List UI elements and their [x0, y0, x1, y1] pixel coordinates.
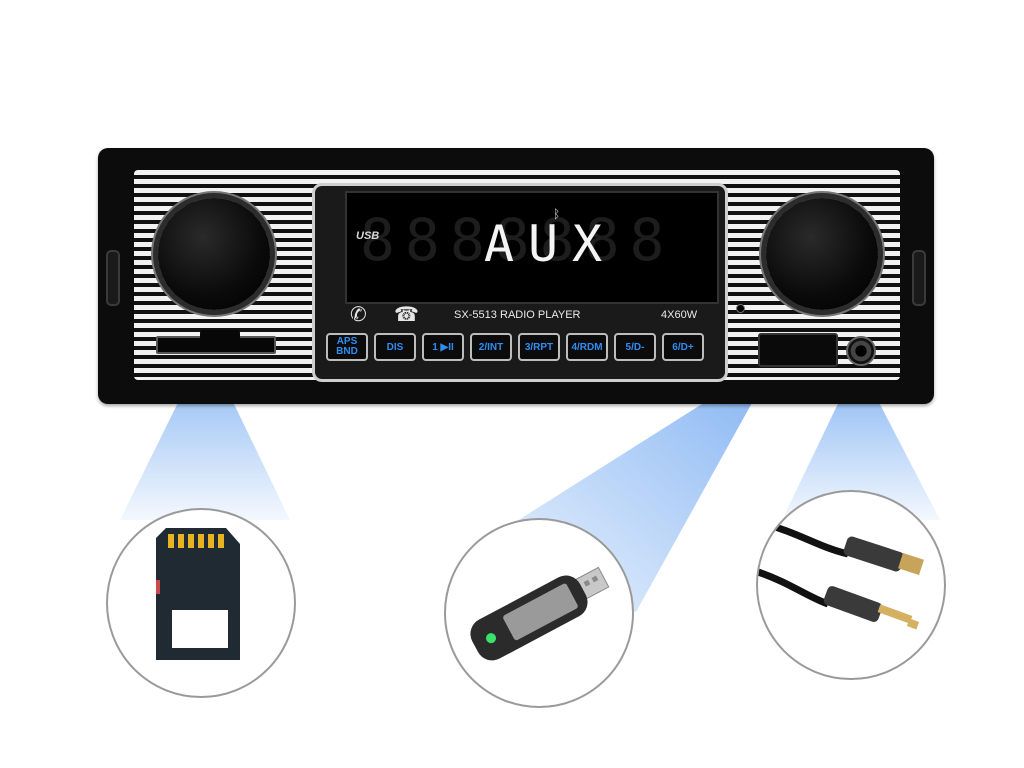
random-button[interactable]: 4/RDM [566, 333, 608, 361]
aps-label: APS [336, 336, 358, 347]
sd-card-icon [156, 528, 240, 660]
folder-up-button[interactable]: 6/D+ [662, 333, 704, 361]
folder-down-button[interactable]: 5/D- [614, 333, 656, 361]
tune-knob[interactable] [766, 198, 878, 310]
aux-cable-icon [758, 518, 924, 630]
lcd-inactive-segments: 8888888 [360, 206, 675, 274]
repeat-button[interactable]: 3/RPT [518, 333, 560, 361]
power-rating: 4X60W [661, 309, 698, 321]
microphone-hole [736, 304, 745, 313]
call-answer-icon: ✆ [350, 304, 367, 326]
aux-input-jack[interactable] [846, 336, 876, 366]
usb-indicator: USB [356, 230, 380, 242]
model-number: SX-5513 [454, 309, 497, 321]
usb-dongle-circle [444, 518, 634, 708]
play-pause-button[interactable]: 1 ▶II [422, 333, 464, 361]
display-button[interactable]: DIS [374, 333, 416, 361]
volume-knob[interactable] [158, 198, 270, 310]
call-end-icon: ☎ [394, 304, 419, 326]
bnd-label: BND [336, 346, 358, 357]
bluetooth-icon: ᛒ [553, 207, 561, 221]
aux-cable-circle [756, 490, 946, 680]
right-mount-clip [912, 250, 926, 306]
lcd-screen [345, 191, 719, 304]
intro-button[interactable]: 2/INT [470, 333, 512, 361]
left-mount-clip [106, 250, 120, 306]
sd-card-circle [106, 508, 296, 698]
sd-card-slot[interactable] [156, 330, 276, 354]
usb-port[interactable] [758, 333, 838, 367]
product-name: RADIO PLAYER [500, 309, 581, 321]
usb-bluetooth-dongle-icon [470, 566, 610, 661]
sd-beam [120, 346, 290, 520]
mode-readout: AUX [483, 215, 617, 273]
aux-beam [782, 362, 940, 520]
